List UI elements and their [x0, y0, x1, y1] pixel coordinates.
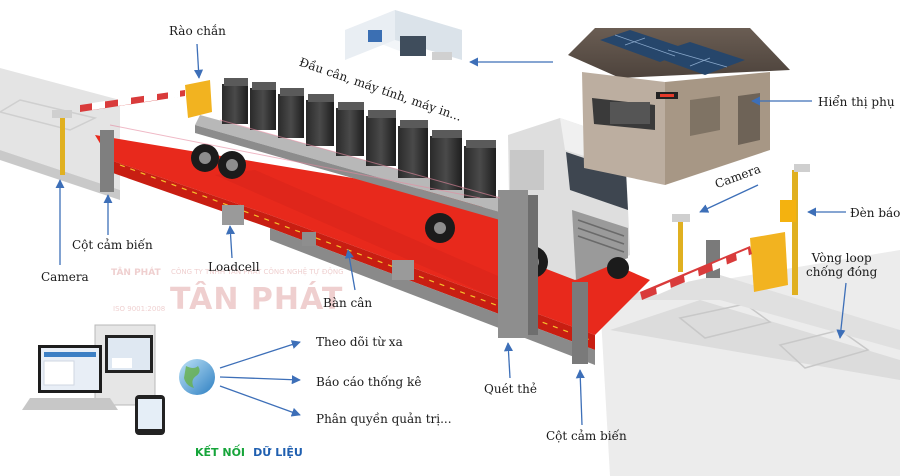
du-lieu-text: DỮ LIỆU [253, 446, 303, 459]
label-den-bao: Đèn báo [850, 206, 900, 220]
pointer-arrows [55, 43, 847, 426]
label-cot-cam-bien-left: Cột cảm biến [72, 238, 153, 252]
label-hien-thi-phu: Hiển thị phụ [818, 95, 895, 109]
loadcell-blocks [222, 205, 414, 280]
office-inset [345, 10, 462, 60]
label-phan-quyen: Phân quyền quản trị... [316, 412, 452, 426]
label-theo-doi: Theo dõi từ xa [316, 335, 403, 349]
ket-noi-du-lieu: KẾT NỐI DỮ LIỆU [195, 441, 303, 460]
watermark-brand-large: TÂN PHÁT [170, 282, 344, 317]
label-bao-cao: Báo cáo thống kê [316, 375, 422, 389]
watermark-iso: ISO 9001:2008 [113, 305, 166, 313]
label-rao-chan: Rào chắn [169, 24, 226, 38]
software-devices [22, 324, 165, 435]
ket-noi-text: KẾT NỐI [195, 446, 246, 459]
label-quet-the: Quét thẻ [484, 382, 537, 396]
control-house [568, 28, 790, 185]
label-camera-left: Camera [41, 270, 89, 284]
label-loadcell: Loadcell [208, 260, 260, 274]
barriers [80, 80, 788, 300]
label-vong-loop: Vòng loop chống đóng [806, 251, 878, 279]
truck-trailer [191, 78, 510, 243]
watermark-company: CÔNG TY TNHH TÂN PHÁT CÔNG NGHỆ TỰ ĐỘNG [171, 268, 344, 276]
cameras-and-lights [52, 110, 810, 295]
label-cot-cam-bien-bottom: Cột cảm biến [546, 429, 627, 443]
label-ban-can: Bàn cân [323, 296, 373, 310]
watermark-brand-small: TÂN PHÁT [111, 268, 161, 278]
globe-icon [179, 359, 215, 395]
road [0, 68, 900, 476]
